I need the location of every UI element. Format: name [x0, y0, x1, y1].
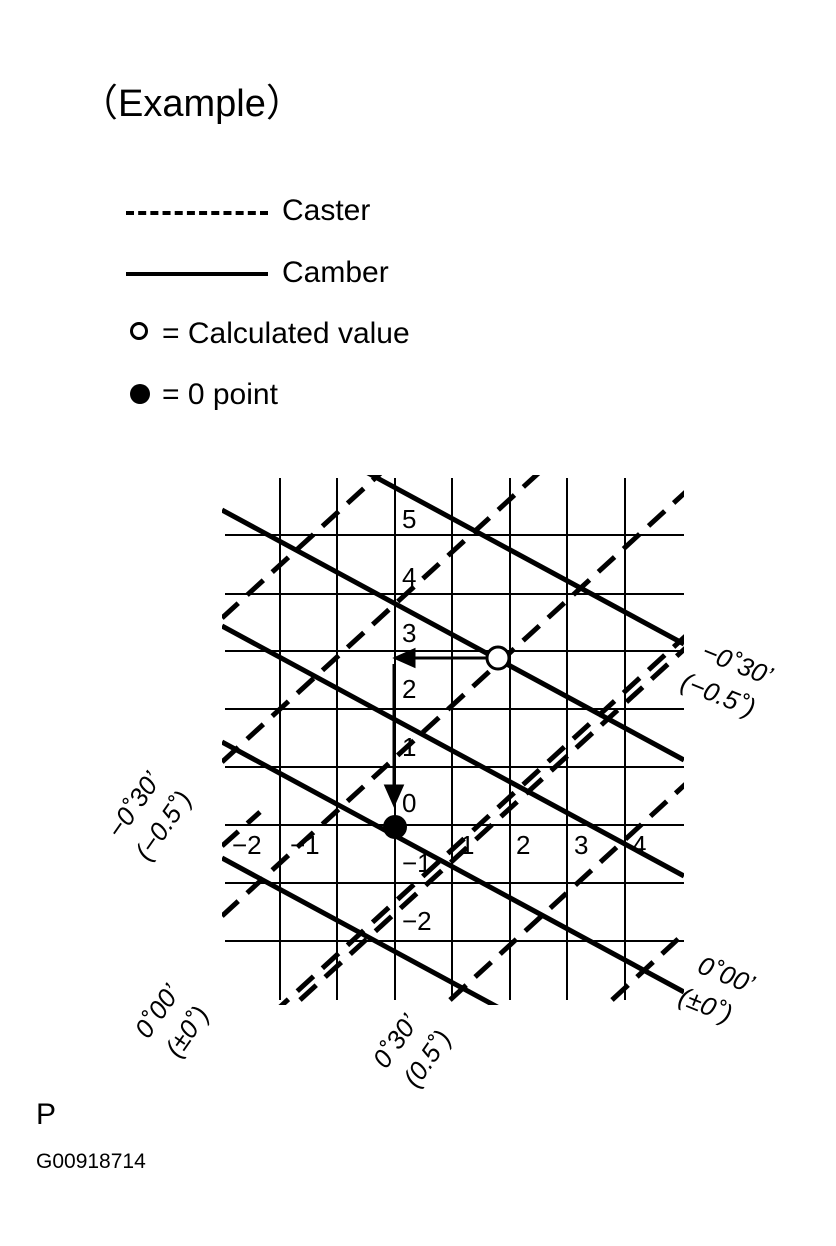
angle-label-left-mid: −0˚30’ (−0.5˚)	[100, 765, 197, 865]
scale-h-label: 1	[460, 830, 474, 860]
filled-circle-icon	[130, 384, 150, 404]
caster-line	[222, 475, 383, 620]
caster-dashed-line-swatch	[126, 211, 268, 215]
angle-label-right-bottom: 0˚00’ (±0˚)	[675, 950, 760, 1029]
angle-label-bottom-mid: 0˚30’ (0.5˚)	[366, 1008, 457, 1093]
scale-v-label: −1	[402, 848, 432, 878]
caster-line	[298, 646, 684, 1002]
legend-calculated-label: = Calculated value	[162, 317, 410, 350]
scale-v-label: 4	[402, 562, 416, 592]
camber-line	[222, 623, 684, 879]
angle-label-left-bottom: 0˚00’ (±0˚)	[128, 978, 215, 1063]
scale-h-label: −2	[232, 830, 262, 860]
arrow-down-icon	[383, 784, 405, 808]
camber-line	[400, 278, 836, 528]
figure-code: G00918714	[36, 1150, 146, 1173]
caster-line	[278, 634, 684, 1005]
scale-h-label: 3	[574, 830, 588, 860]
footer-letter: P	[36, 1098, 57, 1131]
angle-label-right-top: −0˚30’ (−0.5˚)	[677, 636, 778, 723]
scale-h-label: −1	[290, 830, 320, 860]
open-circle-icon	[130, 322, 148, 340]
legend-zero-point-label: = 0 point	[162, 378, 278, 411]
caster-line	[222, 490, 684, 918]
camber-line	[366, 475, 684, 647]
camber-solid-line-swatch	[126, 272, 268, 276]
scale-v-label: 2	[402, 674, 416, 704]
legend-caster-label: Caster	[282, 194, 371, 227]
camber-line	[222, 855, 499, 1005]
camber-line	[222, 739, 684, 995]
scale-h-label: 4	[632, 830, 646, 860]
zero-point-filled-circle-icon	[383, 815, 407, 839]
grid	[225, 478, 684, 1000]
arrow-left-icon	[392, 647, 416, 669]
indicator-arrows	[383, 647, 487, 808]
calculated-value-open-circle-icon	[485, 645, 511, 671]
scale-v-label: 1	[402, 732, 416, 762]
scale-h-label: 2	[516, 830, 530, 860]
example-title: （Example）	[80, 83, 304, 125]
legend-camber-label: Camber	[282, 256, 389, 289]
scale-v-label: −2	[402, 906, 432, 936]
caster-line	[448, 782, 684, 1002]
caster-line	[610, 930, 684, 1002]
caster-lines	[222, 475, 684, 1005]
scale-v-label: 5	[402, 504, 416, 534]
scale-v-label: 3	[402, 618, 416, 648]
scale-v-label: 0	[402, 788, 416, 818]
caster-line	[222, 475, 541, 764]
caster-line	[222, 810, 262, 848]
